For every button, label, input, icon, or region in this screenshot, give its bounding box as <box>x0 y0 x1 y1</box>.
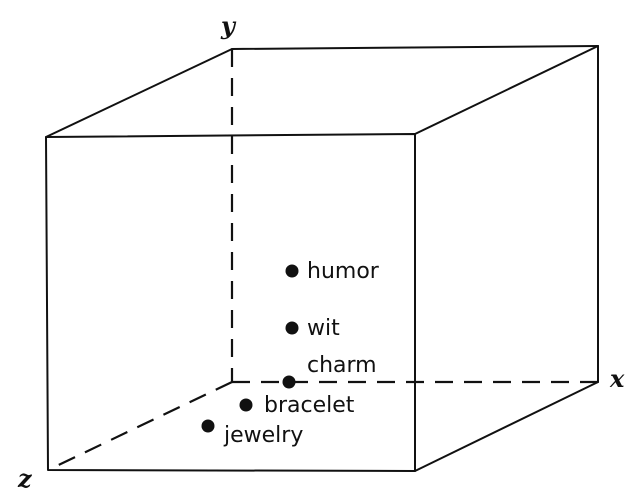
point-marker <box>285 321 299 335</box>
point-jewelry: jewelry <box>201 419 303 448</box>
front-face <box>45 133 416 472</box>
point-label: humor <box>307 259 380 284</box>
point-label: jewelry <box>223 423 303 448</box>
point-label: wit <box>307 316 340 341</box>
point-humor: humor <box>285 259 380 284</box>
point-label: bracelet <box>264 393 355 418</box>
z-axis-label: z <box>17 464 33 493</box>
point-wit: wit <box>285 316 340 341</box>
point-marker <box>239 398 253 412</box>
top-right-edge <box>414 45 599 135</box>
y-axis-label: y <box>220 11 237 40</box>
point-label: charm <box>307 353 377 378</box>
point-marker <box>201 419 215 433</box>
x-axis-label: x <box>609 364 625 393</box>
cube-edges <box>45 45 599 472</box>
point-bracelet: bracelet <box>239 393 355 418</box>
top-left-edge <box>45 48 233 138</box>
point-marker <box>282 375 296 389</box>
point-marker <box>285 264 299 278</box>
top-back-edge <box>231 45 599 50</box>
z-axis-line <box>47 381 233 471</box>
point-charm: charm <box>282 353 377 389</box>
bottom-right-edge <box>414 381 599 472</box>
